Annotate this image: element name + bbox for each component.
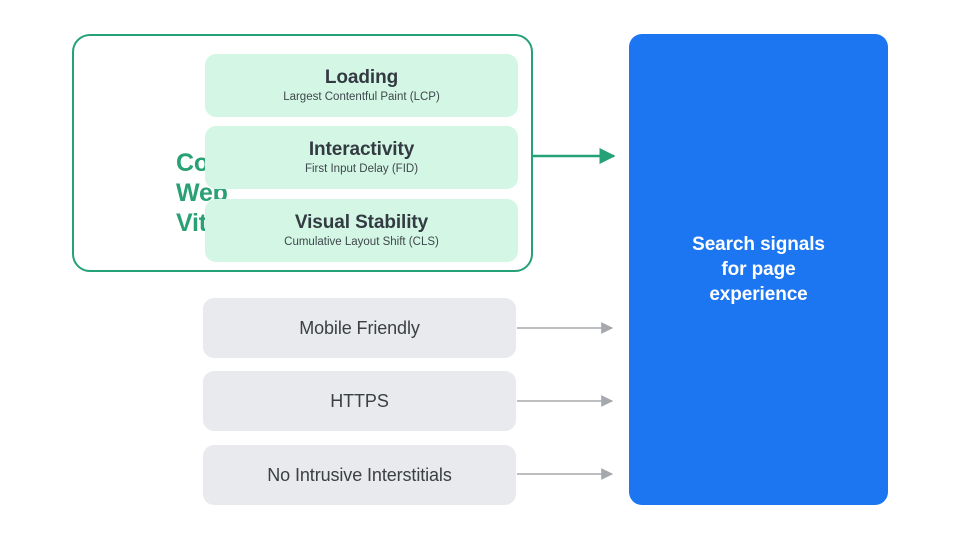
vital-card-subtitle: Largest Contentful Paint (LCP) (283, 91, 440, 103)
vital-card-title: Loading (324, 67, 399, 88)
signal-card-label: No Intrusive Interstitials (267, 465, 452, 485)
vital-card-loading[interactable]: Loading Largest Contentful Paint (LCP) (205, 54, 518, 117)
vital-card-title: Interactivity (308, 139, 415, 160)
signal-card-label: Mobile Friendly (299, 318, 420, 338)
vital-card-interactivity[interactable]: Interactivity First Input Delay (FID) (205, 126, 518, 189)
vital-card-title: Visual Stability (294, 212, 429, 233)
vital-card-subtitle: First Input Delay (FID) (304, 163, 419, 175)
no-intrusive-interstitials-card[interactable]: No Intrusive Interstitials (203, 445, 516, 505)
signal-card-label: HTTPS (330, 391, 389, 411)
core-web-vitals-group: Core Web Vitals Loading Largest Contentf… (72, 34, 533, 272)
search-signals-panel-label: Search signals for page experience (692, 234, 825, 305)
search-signals-panel[interactable]: Search signals for page experience (629, 34, 888, 505)
vital-card-visual-stability[interactable]: Visual Stability Cumulative Layout Shift… (205, 199, 518, 262)
https-card[interactable]: HTTPS (203, 371, 516, 431)
mobile-friendly-card[interactable]: Mobile Friendly (203, 298, 516, 358)
vital-card-subtitle: Cumulative Layout Shift (CLS) (284, 236, 439, 248)
